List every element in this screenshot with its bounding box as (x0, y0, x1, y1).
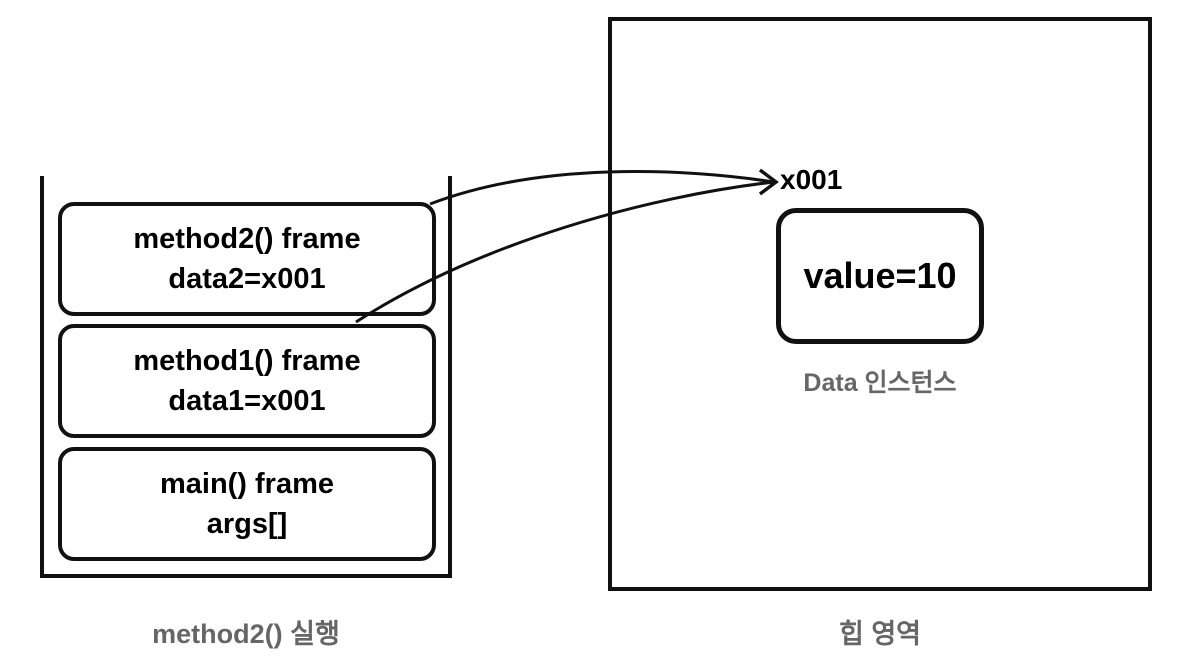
method2-frame: method2() frame data2=x001 (58, 202, 436, 316)
instance-address: x001 (780, 164, 843, 195)
data-instance-box: value=10 (776, 208, 984, 344)
method1-frame: method1() frame data1=x001 (58, 324, 436, 438)
method1-frame-title: method1() frame (133, 345, 361, 377)
instance-value: value=10 (803, 255, 957, 296)
main-frame-title: main() frame (159, 468, 335, 500)
heap-caption: 힙 영역 (838, 619, 922, 649)
main-frame: main() frame args[] (58, 447, 436, 561)
instance-label: Data 인스턴스 (803, 369, 957, 397)
stack-area (40, 176, 452, 578)
method2-frame-title: method2() frame (133, 223, 361, 255)
main-frame-variable: args[] (206, 508, 288, 540)
method2-frame-variable: data2=x001 (168, 263, 326, 295)
stack-caption: method2() 실행 (152, 619, 340, 649)
method1-frame-variable: data1=x001 (168, 385, 326, 417)
